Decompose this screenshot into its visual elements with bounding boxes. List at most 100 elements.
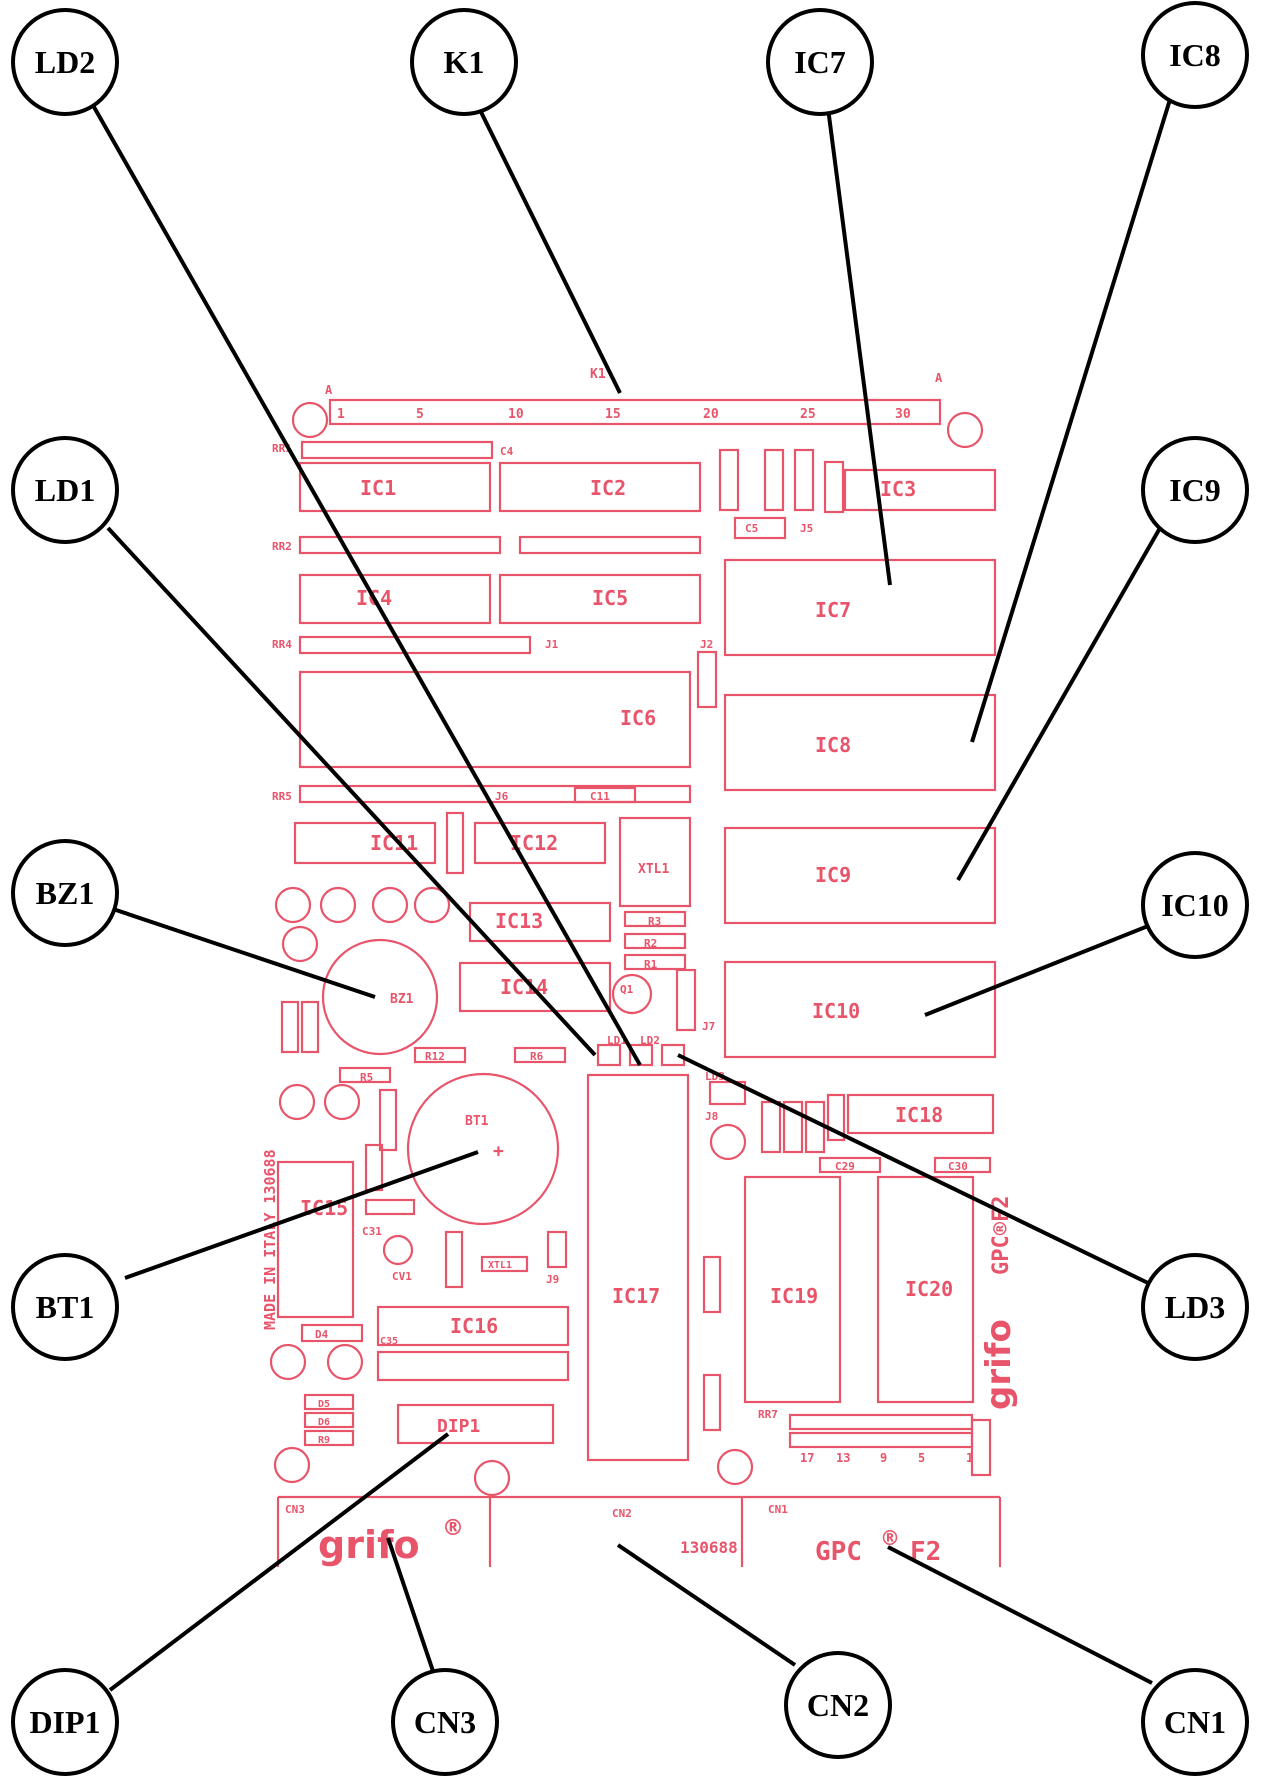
leader-ic9 [956,527,1162,881]
leader-ld3 [677,1053,1149,1285]
svg-text:1: 1 [966,1451,973,1465]
svg-text:17: 17 [800,1451,814,1465]
k1-pin-a-right: A [935,371,943,385]
c31-label: C31 [362,1225,382,1238]
rr5-label: RR5 [272,790,292,803]
c11-label: C11 [590,790,610,803]
c4-label: C4 [500,445,514,458]
rr4-label: RR4 [272,638,292,651]
ic17-label: IC17 [612,1284,660,1308]
c35-label: C35 [380,1336,398,1347]
board-code-bottom: 130688 [680,1538,738,1557]
ic9-board-label: IC9 [815,863,851,887]
j6-label: J6 [495,790,509,803]
d5-label: D5 [318,1399,330,1410]
xtl1b-label: XTL1 [488,1260,512,1271]
leader-bt1 [124,1150,479,1280]
leader-dip1 [108,1432,450,1692]
svg-text:5: 5 [918,1451,925,1465]
callout-ic9: IC9 [1141,436,1249,544]
callout-bt1: BT1 [11,1253,119,1361]
leader-cn1 [887,1545,1153,1685]
ld2-board-label: LD2 [640,1034,660,1047]
ic16-label: IC16 [450,1314,498,1338]
ic5-label: IC5 [592,586,628,610]
model-reg-mark: ® [880,1526,900,1550]
ic20-label: IC20 [905,1277,953,1301]
q1-label: Q1 [620,983,634,996]
bz1-board-label: BZ1 [390,992,414,1007]
svg-text:LD2: LD2 [35,44,95,80]
callout-bz1: BZ1 [11,839,119,947]
callout-ld2: LD2 [11,8,119,116]
k1-pin-25: 25 [800,407,816,422]
svg-text:LD3: LD3 [1165,1289,1225,1325]
cn3-board-label: CN3 [285,1503,305,1516]
svg-text:9: 9 [880,1451,887,1465]
c30-label: C30 [948,1160,968,1173]
callout-ld3: LD3 [1141,1253,1249,1361]
leader-bz1 [109,906,376,999]
k1-pin-15: 15 [605,407,621,422]
k1-pin-5: 5 [416,407,424,422]
svg-text:IC8: IC8 [1169,37,1221,73]
grifo-logo-bottom: grifo [318,1523,420,1567]
svg-text:LD1: LD1 [35,472,95,508]
pcb-board: K1 A 1 5 10 15 20 25 30 A RR1 C4 IC1 IC2… [261,367,1019,1567]
grifo-logo-side: grifo [979,1319,1019,1410]
ic3-label: IC3 [880,477,916,501]
leader-ic10 [924,924,1149,1017]
callout-k1: K1 [410,8,518,116]
svg-text:CN2: CN2 [807,1687,869,1723]
leader-ld2 [88,99,642,1066]
callout-ic8: IC8 [1141,1,1249,109]
r12-label: R12 [425,1050,445,1063]
svg-text:IC9: IC9 [1169,472,1221,508]
j2-label: J2 [700,638,713,651]
rr2-label: RR2 [272,540,292,553]
k1-pin-a-left: A [325,383,333,397]
ic19-label: IC19 [770,1284,818,1308]
svg-text:CN3: CN3 [414,1704,476,1740]
j1-label: J1 [545,638,559,651]
k1-pin-20: 20 [703,407,719,422]
r9-label: R9 [318,1435,330,1446]
callout-cn2: CN2 [784,1651,892,1759]
callout-cn1: CN1 [1141,1668,1249,1776]
cv1-label: CV1 [392,1270,412,1283]
cn1-board-label: CN1 [768,1503,788,1516]
leader-cn3 [386,1537,438,1681]
leader-ld1 [106,526,597,1057]
callout-ld1: LD1 [11,436,119,544]
r2-label: R2 [644,937,657,950]
j7-label: J7 [702,1020,715,1033]
leader-k1 [478,109,622,394]
svg-text:13: 13 [836,1451,850,1465]
ic13-label: IC13 [495,909,543,933]
ic10-board-label: IC10 [812,999,860,1023]
c5-label: C5 [745,522,758,535]
r3-label: R3 [648,915,661,928]
k1-connector [328,398,942,426]
svg-text:IC7: IC7 [794,44,846,80]
k1-pin-10: 10 [508,407,524,422]
leader-ic8 [970,92,1174,743]
svg-text:CN1: CN1 [1164,1704,1226,1740]
k1-pin-1: 1 [337,407,345,422]
callout-cn3: CN3 [391,1668,499,1776]
made-in-italy-text: MADE IN ITALY 130688 [261,1149,279,1330]
svg-text:BZ1: BZ1 [36,875,95,911]
bt1-board-label: BT1 [465,1114,489,1129]
ic2-label: IC2 [590,476,626,500]
leader-cn2 [616,1543,797,1667]
d4-label: D4 [315,1328,329,1341]
r1-label: R1 [644,958,658,971]
cn2-board-label: CN2 [612,1507,632,1520]
ic11-label: IC11 [370,831,418,855]
ic8-board-label: IC8 [815,733,851,757]
leader-ic7 [826,107,892,586]
callout-ic7: IC7 [766,8,874,116]
model-name-bottom: GPC [815,1537,862,1567]
k1-board-label: K1 [590,367,606,382]
